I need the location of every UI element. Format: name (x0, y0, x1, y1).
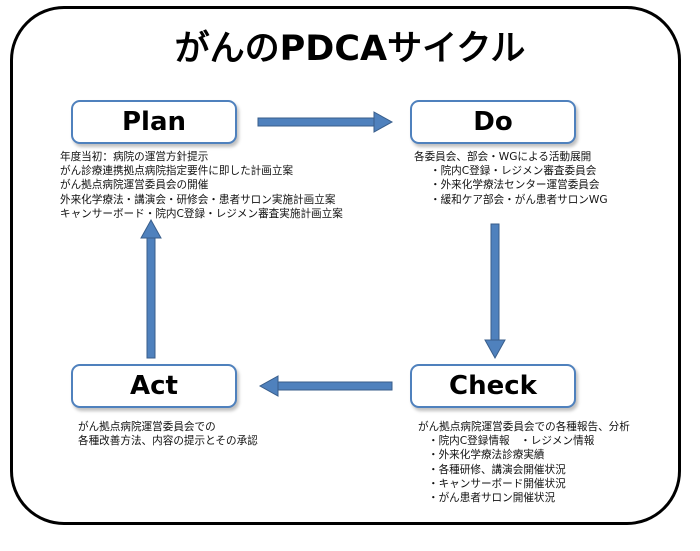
plan-line: がん診療連携拠点病院指定要件に即した計画立案 (60, 165, 294, 178)
plan-line: 年度当初：病院の運営方針提示 (60, 151, 209, 163)
check-line: ・外来化学療法診療実績 (428, 449, 545, 462)
arrow-plan-to-do (257, 111, 394, 133)
arrow-check-to-act (258, 375, 393, 397)
plan-box: Plan (71, 100, 237, 144)
do-description: 各委員会、部会・WGによる活動展開 ・院内C登録・レジメン審査委員会 ・外来化学… (414, 150, 608, 207)
check-box: Check (410, 364, 576, 408)
act-description: がん拠点病院運営委員会での 各種改善方法、内容の提示とその承認 (78, 420, 258, 448)
check-line: ・各種研修、講演会開催状況 (428, 463, 566, 476)
arrow-act-to-plan (140, 218, 162, 359)
act-line: 各種改善方法、内容の提示とその承認 (78, 435, 258, 448)
check-description: がん拠点病院運営委員会での各種報告、分析 ・院内C登録情報 ・レジメン情報 ・外… (418, 420, 630, 505)
plan-line: がん拠点病院運営委員会の開催 (60, 179, 209, 192)
do-line: 各委員会、部会・WGによる活動展開 (414, 151, 592, 163)
do-line: ・外来化学療法センター運営委員会 (430, 179, 600, 192)
plan-line: 外来化学療法・講演会・研修会・患者サロン実施計画立案 (60, 193, 336, 206)
act-box: Act (71, 364, 237, 408)
arrow-do-to-check (484, 223, 506, 360)
do-line: ・院内C登録・レジメン審査委員会 (430, 165, 597, 178)
plan-description: 年度当初：病院の運営方針提示 がん診療連携拠点病院指定要件に即した計画立案 がん… (60, 150, 343, 221)
do-box: Do (410, 100, 576, 144)
outer-frame (10, 6, 681, 525)
check-line: がん拠点病院運営委員会での各種報告、分析 (418, 421, 630, 433)
check-line: ・キャンサーボード開催状況 (428, 477, 566, 490)
check-line: ・院内C登録情報 ・レジメン情報 (428, 435, 595, 448)
check-line: ・がん患者サロン開催状況 (428, 492, 556, 505)
do-line: ・緩和ケア部会・がん患者サロンWG (430, 193, 608, 206)
act-line: がん拠点病院運営委員会での (78, 421, 216, 433)
page-title: がんのPDCAサイクル (174, 29, 526, 69)
plan-line: キャンサーボード・院内C登録・レジメン審査実施計画立案 (60, 207, 343, 220)
